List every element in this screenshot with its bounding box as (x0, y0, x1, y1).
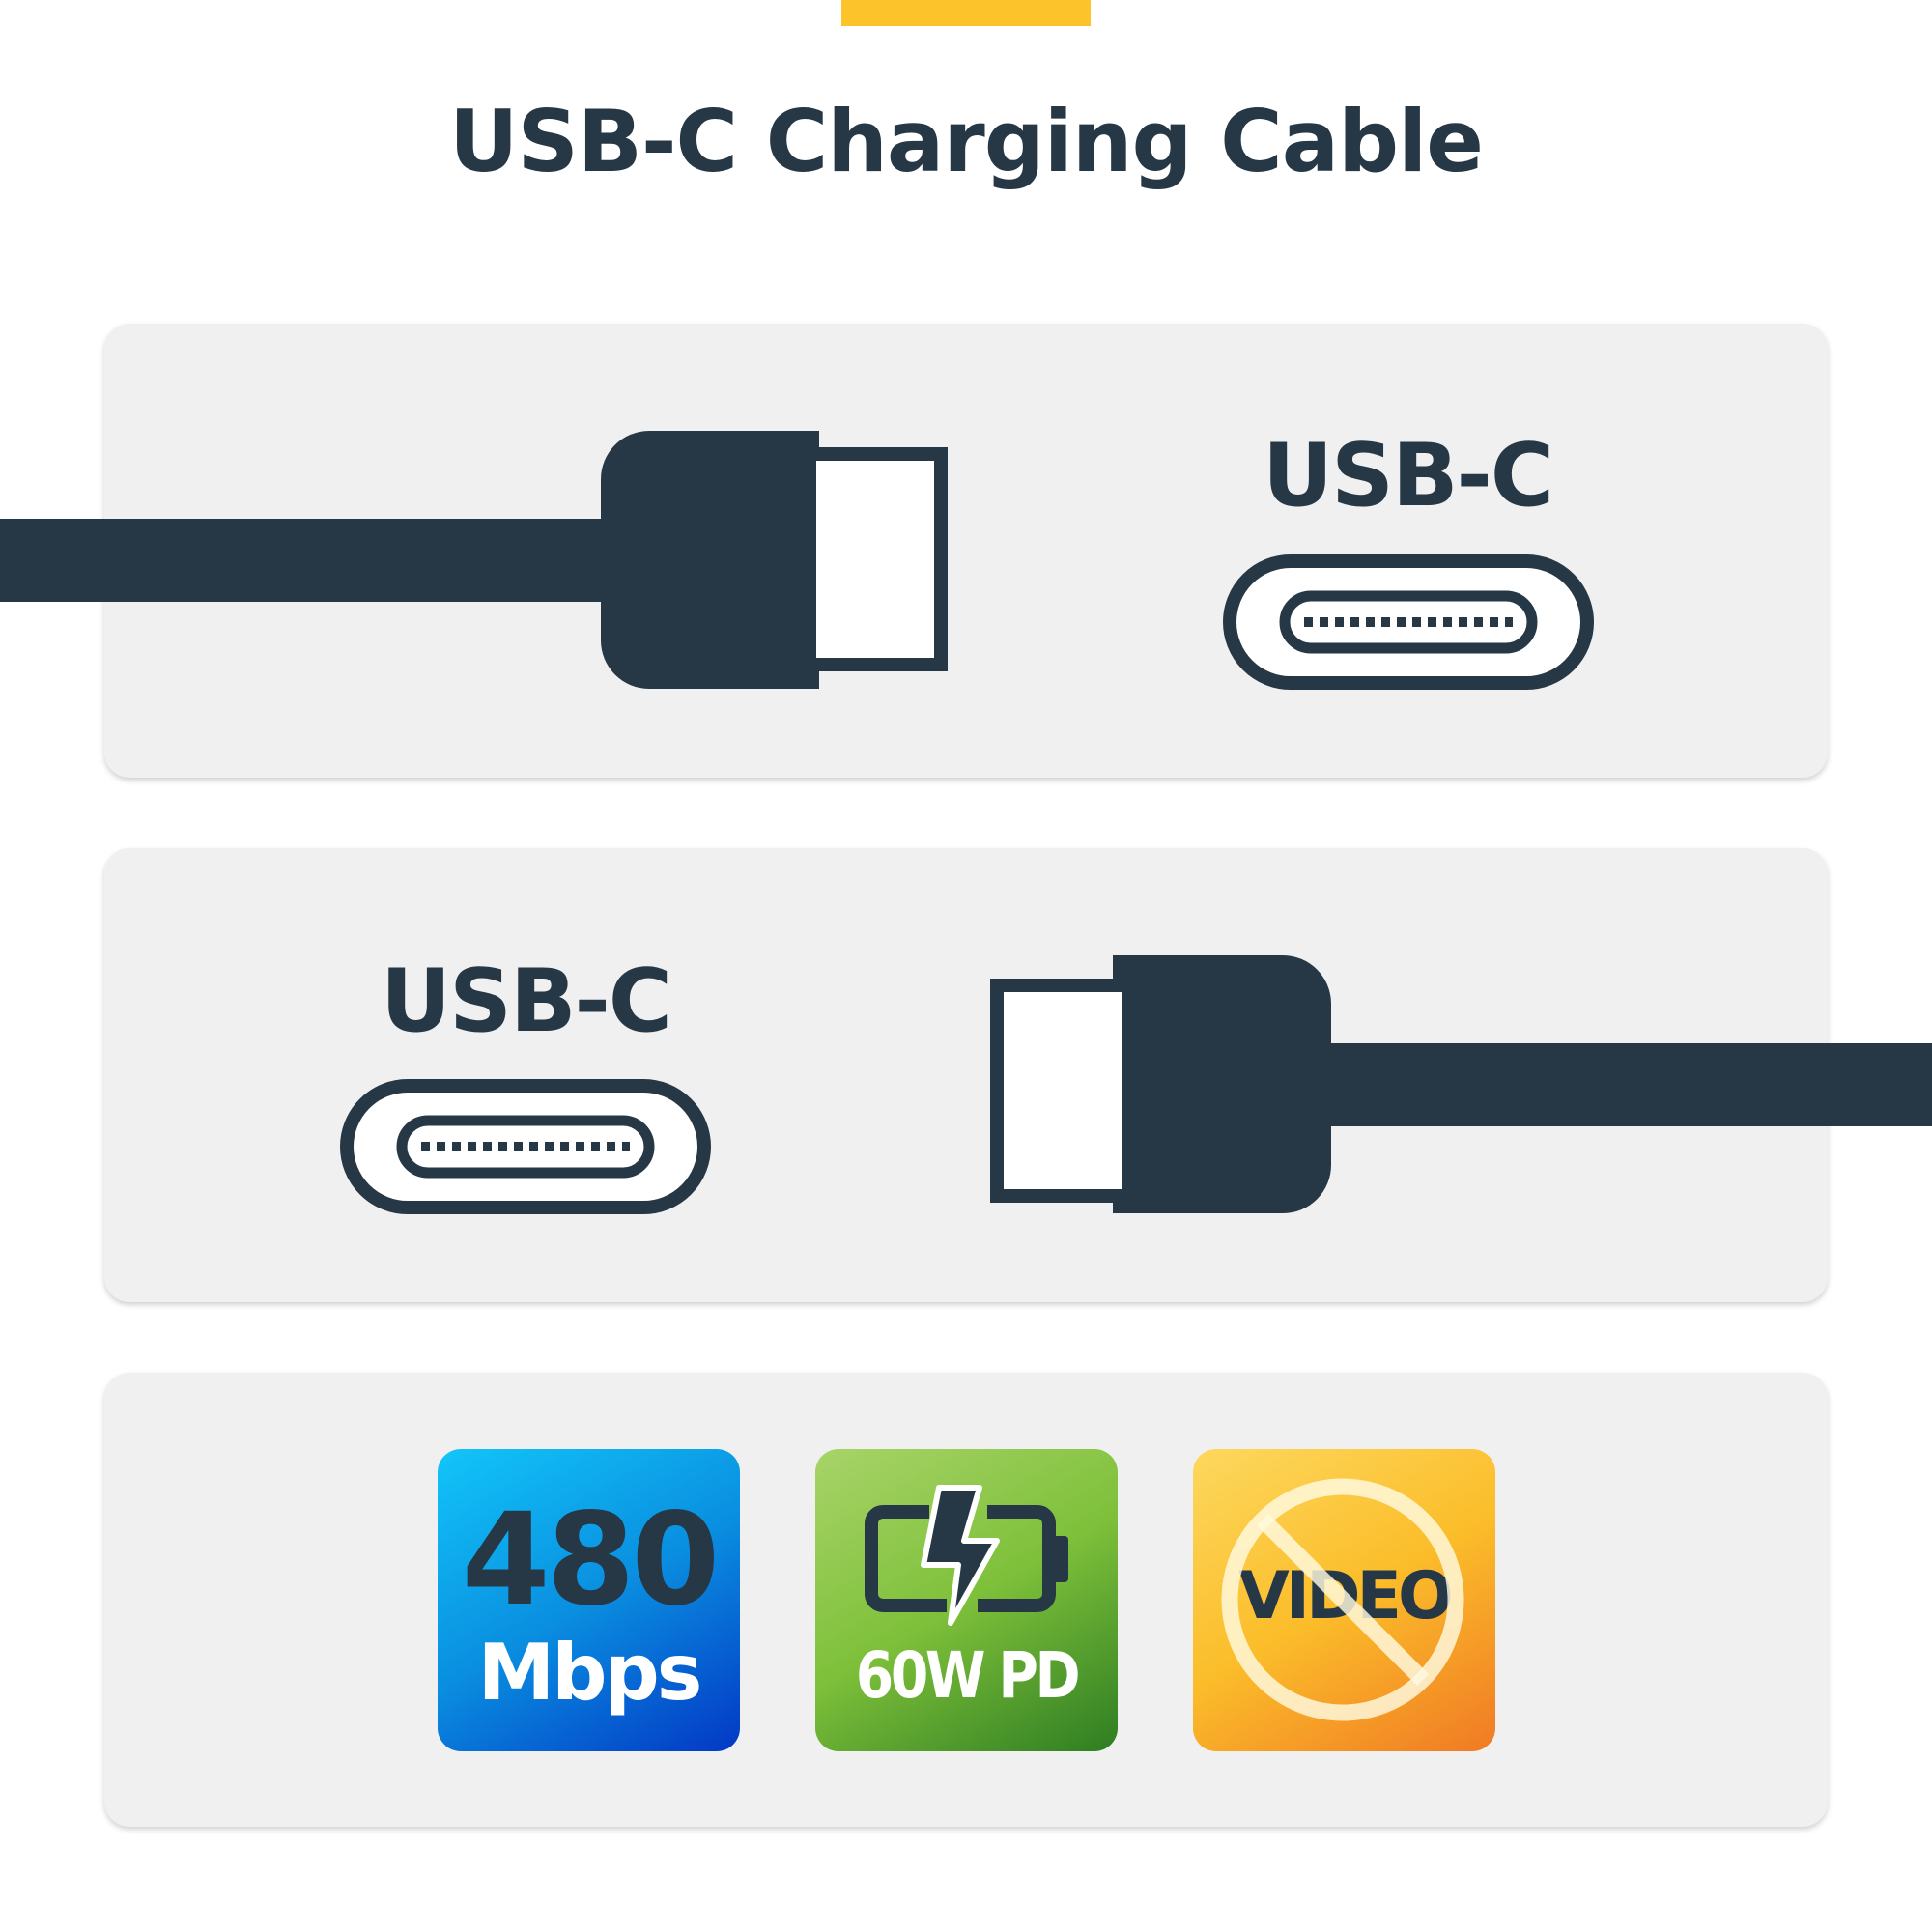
usb-c-port-icon (340, 1079, 711, 1214)
usb-c-port-icon (1223, 554, 1594, 690)
power-label: 60W PD (855, 1638, 1081, 1713)
usb-c-plug-icon (990, 955, 1932, 1213)
page-title: USB-C Charging Cable (449, 92, 1484, 191)
power-badge: 60W PD (815, 1449, 1118, 1751)
port-label-usb-c: USB-C (1263, 425, 1554, 526)
usb-c-plug-icon (0, 431, 948, 689)
speed-badge: 480 Mbps (438, 1449, 740, 1751)
top-accent-bar (841, 0, 1091, 26)
port-label-usb-c: USB-C (381, 951, 672, 1052)
speed-unit: Mbps (477, 1628, 703, 1718)
prohibited-icon (1221, 1478, 1464, 1721)
battery-charging-icon (865, 1485, 1068, 1626)
video-badge: VIDEO (1193, 1449, 1495, 1751)
speed-value: 480 (461, 1486, 721, 1634)
